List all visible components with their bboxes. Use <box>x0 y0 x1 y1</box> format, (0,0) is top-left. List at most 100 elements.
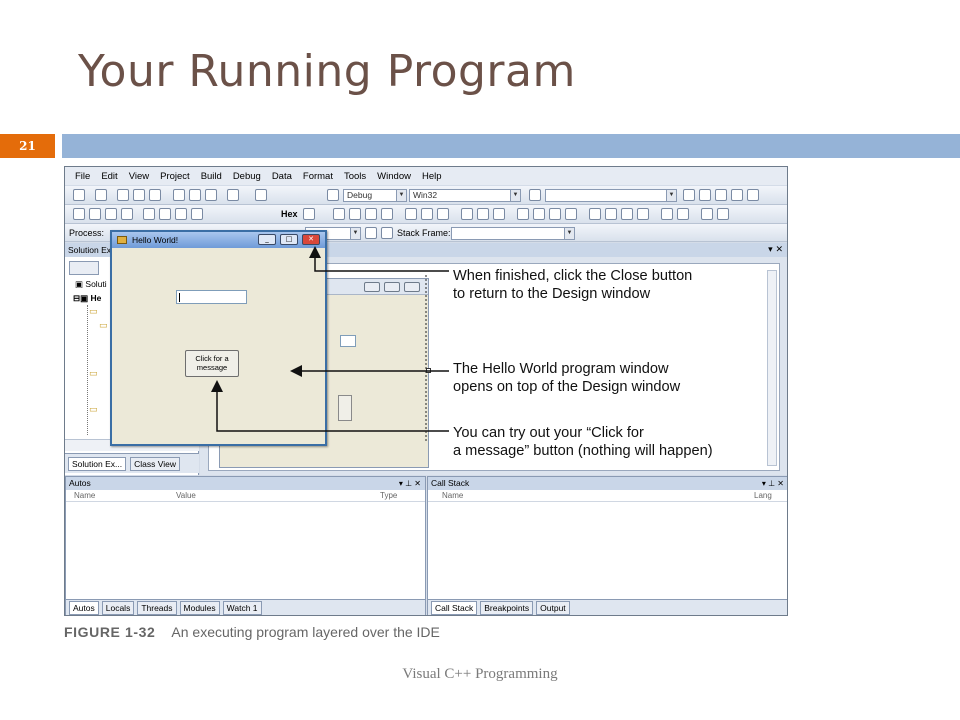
properties-icon[interactable] <box>699 189 711 201</box>
minimize-icon[interactable]: _ <box>258 234 276 245</box>
panel-controls-icon[interactable]: ▾ ⊥ ✕ <box>761 479 784 488</box>
vertical-spacing-icon[interactable] <box>533 208 545 220</box>
make-same-size-icon[interactable] <box>493 208 505 220</box>
tab-call-stack[interactable]: Call Stack <box>431 601 478 615</box>
folder-icon[interactable]: ▭ <box>89 369 98 379</box>
hello-window-titlebar[interactable]: Hello World! _ □ ✕ <box>112 232 325 248</box>
menu-project[interactable]: Project <box>160 170 190 182</box>
flag-thread-icon[interactable] <box>381 227 393 239</box>
find-icon[interactable] <box>529 189 541 201</box>
horizontal-spacing-icon[interactable] <box>517 208 529 220</box>
guides-icon[interactable] <box>717 208 729 220</box>
maximize-icon[interactable]: □ <box>280 234 298 245</box>
column-name[interactable]: Name <box>74 491 96 500</box>
design-button[interactable] <box>338 395 352 421</box>
align-left-icon[interactable] <box>349 208 361 220</box>
menu-build[interactable]: Build <box>200 170 222 182</box>
decrease-spacing-icon[interactable] <box>565 208 577 220</box>
filter-icon[interactable] <box>365 227 377 239</box>
new-project-icon[interactable] <box>73 189 85 201</box>
menu-help[interactable]: Help <box>421 170 442 182</box>
center-vertically-icon[interactable] <box>605 208 617 220</box>
restart-icon[interactable] <box>121 208 133 220</box>
solution-explorer-icon[interactable] <box>683 189 695 201</box>
undo-icon[interactable] <box>227 189 239 201</box>
panel-controls-icon[interactable]: ▾ ⊥ ✕ <box>398 479 421 488</box>
save-icon[interactable] <box>133 189 145 201</box>
send-to-back-icon[interactable] <box>637 208 649 220</box>
tree-solution-item[interactable]: ▣ Soluti <box>75 279 107 289</box>
menu-window[interactable]: Window <box>377 170 411 182</box>
tab-watch-1[interactable]: Watch 1 <box>222 601 262 615</box>
show-next-statement-icon[interactable] <box>143 208 155 220</box>
center-horizontally-icon[interactable] <box>589 208 601 220</box>
column-value[interactable]: Value <box>176 491 196 500</box>
menu-data[interactable]: Data <box>271 170 292 182</box>
vertical-scrollbar[interactable] <box>767 270 777 466</box>
align-bottom-icon[interactable] <box>437 208 449 220</box>
step-out-icon[interactable] <box>191 208 203 220</box>
menu-view[interactable]: View <box>128 170 150 182</box>
folder-icon[interactable]: ▭ <box>89 307 98 317</box>
tab-class-view[interactable]: Class View <box>130 456 180 471</box>
bring-to-front-icon[interactable] <box>621 208 633 220</box>
close-button[interactable]: ✕ <box>302 234 320 245</box>
toolbox-icon[interactable] <box>715 189 727 201</box>
find-combo[interactable]: ▼ <box>545 189 677 202</box>
tab-modules[interactable]: Modules <box>179 601 220 615</box>
pause-icon[interactable] <box>89 208 101 220</box>
tab-order-icon[interactable] <box>701 208 713 220</box>
menu-edit[interactable]: Edit <box>101 170 118 182</box>
tab-solution-explorer[interactable]: Solution Ex... <box>68 456 127 471</box>
stack-frame-select[interactable]: ▼ <box>451 227 575 240</box>
folder-icon[interactable]: ▭ <box>89 405 98 415</box>
column-type[interactable]: Type <box>380 491 398 500</box>
menu-debug[interactable]: Debug <box>232 170 261 182</box>
lock-controls-icon[interactable] <box>677 208 689 220</box>
start-page-icon[interactable] <box>747 189 759 201</box>
hello-textbox[interactable] <box>176 290 247 304</box>
tab-output[interactable]: Output <box>536 601 570 615</box>
menu-format[interactable]: Format <box>302 170 333 182</box>
tab-autos[interactable]: Autos <box>69 601 99 615</box>
tab-threads[interactable]: Threads <box>137 601 177 615</box>
menu-tools[interactable]: Tools <box>343 170 367 182</box>
hex-toggle[interactable]: Hex <box>281 209 298 219</box>
make-same-width-icon[interactable] <box>461 208 473 220</box>
align-center-icon[interactable] <box>365 208 377 220</box>
slide-footer: Visual C++ Programming <box>402 666 558 682</box>
memory-icon[interactable] <box>333 208 345 220</box>
grid-icon[interactable] <box>661 208 673 220</box>
step-into-icon[interactable] <box>159 208 171 220</box>
continue-icon[interactable] <box>73 208 85 220</box>
align-middle-icon[interactable] <box>421 208 433 220</box>
config-select[interactable]: Debug▼ <box>343 189 407 202</box>
open-icon[interactable] <box>117 189 129 201</box>
save-all-icon[interactable] <box>149 189 161 201</box>
step-over-icon[interactable] <box>175 208 187 220</box>
paste-icon[interactable] <box>205 189 217 201</box>
align-top-icon[interactable] <box>405 208 417 220</box>
folder-icon[interactable]: ▭ <box>99 321 108 331</box>
start-debug-icon[interactable] <box>327 189 339 201</box>
tree-project-item[interactable]: ⊟▣ He <box>73 293 102 303</box>
align-right-icon[interactable] <box>381 208 393 220</box>
column-lang[interactable]: Lang <box>754 491 772 500</box>
tab-breakpoints[interactable]: Breakpoints <box>480 601 534 615</box>
menu-file[interactable]: File <box>75 170 91 182</box>
column-name[interactable]: Name <box>442 491 464 500</box>
cut-icon[interactable] <box>173 189 185 201</box>
platform-select[interactable]: Win32▼ <box>409 189 521 202</box>
tools-icon[interactable] <box>731 189 743 201</box>
make-same-height-icon[interactable] <box>477 208 489 220</box>
increase-spacing-icon[interactable] <box>549 208 561 220</box>
copy-icon[interactable] <box>189 189 201 201</box>
tab-locals[interactable]: Locals <box>101 601 135 615</box>
redo-icon[interactable] <box>255 189 267 201</box>
add-item-icon[interactable] <box>95 189 107 201</box>
breakpoints-window-icon[interactable] <box>303 208 315 220</box>
stop-icon[interactable] <box>105 208 117 220</box>
design-textbox[interactable] <box>340 335 356 347</box>
autos-columns: Name Value Type <box>66 490 425 502</box>
